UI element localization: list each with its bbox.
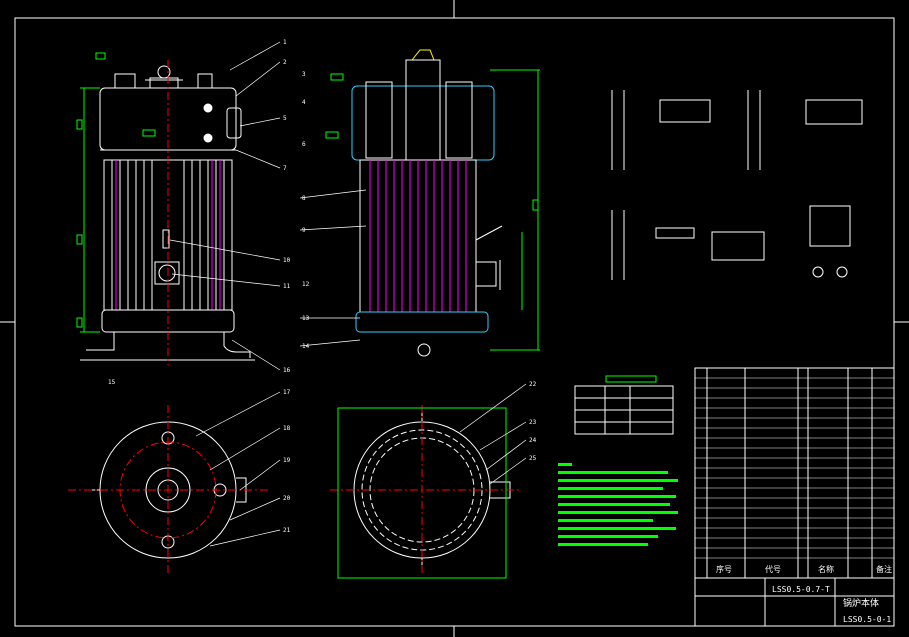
balloon: 1 bbox=[283, 39, 287, 46]
parts-header-index: 序号 bbox=[716, 564, 732, 574]
parts-header-code: 代号 bbox=[765, 564, 781, 574]
balloon: 12 bbox=[302, 281, 310, 288]
balloon: 13 bbox=[302, 315, 310, 322]
balloon: 10 bbox=[283, 257, 291, 264]
front-view-dimensions bbox=[76, 52, 156, 333]
balloon: 9 bbox=[302, 227, 306, 234]
part-balloons: 1 2 3 4 5 6 7 8 9 10 11 12 13 14 15 16 1… bbox=[108, 39, 537, 534]
balloon: 11 bbox=[283, 283, 291, 290]
front-tubes bbox=[111, 160, 225, 310]
balloon: 21 bbox=[283, 527, 291, 534]
balloon: 7 bbox=[283, 165, 287, 172]
balloon: 17 bbox=[283, 389, 291, 396]
balloon: 19 bbox=[283, 457, 291, 464]
balloon: 20 bbox=[283, 495, 291, 502]
balloon: 2 bbox=[283, 59, 287, 66]
balloon: 15 bbox=[108, 379, 116, 386]
balloon-leaders bbox=[169, 41, 527, 547]
balloon: 8 bbox=[302, 195, 306, 202]
balloon: 6 bbox=[302, 141, 306, 148]
balloon: 24 bbox=[529, 437, 537, 444]
detail-views bbox=[611, 90, 863, 280]
parts-header-name: 名称 bbox=[818, 564, 834, 574]
tube-sheet-dimensions bbox=[337, 407, 507, 579]
balloon: 16 bbox=[283, 367, 291, 374]
parts-header-remark: 备注 bbox=[876, 564, 892, 574]
balloon: 4 bbox=[302, 99, 306, 106]
technical-notes bbox=[558, 463, 678, 546]
section-dimensions bbox=[325, 69, 540, 351]
parts-list bbox=[694, 367, 895, 579]
top-plan-centerlines bbox=[68, 405, 270, 575]
balloon: 14 bbox=[302, 343, 310, 350]
title-block-text: 序号 代号 名称 备注 LSS0.5-0.7-T 锅炉本体 LSS0.5-0-1 bbox=[716, 564, 892, 624]
balloon: 23 bbox=[529, 419, 537, 426]
balloon: 25 bbox=[529, 455, 537, 462]
section-view bbox=[351, 49, 503, 357]
drawing-title: 锅炉本体 bbox=[843, 597, 879, 609]
balloon: 3 bbox=[302, 71, 306, 78]
balloon: 5 bbox=[283, 115, 287, 122]
sheet-number: LSS0.5-0-1 bbox=[843, 615, 891, 624]
balloon: 18 bbox=[283, 425, 291, 432]
tube-sheet-view bbox=[353, 410, 511, 572]
parameter-table bbox=[574, 375, 674, 435]
section-tubes bbox=[369, 160, 467, 312]
tube-sheet-centerlines bbox=[330, 405, 520, 575]
balloon: 22 bbox=[529, 381, 537, 388]
drawing-number: LSS0.5-0.7-T bbox=[772, 585, 830, 594]
title-block bbox=[694, 577, 895, 627]
